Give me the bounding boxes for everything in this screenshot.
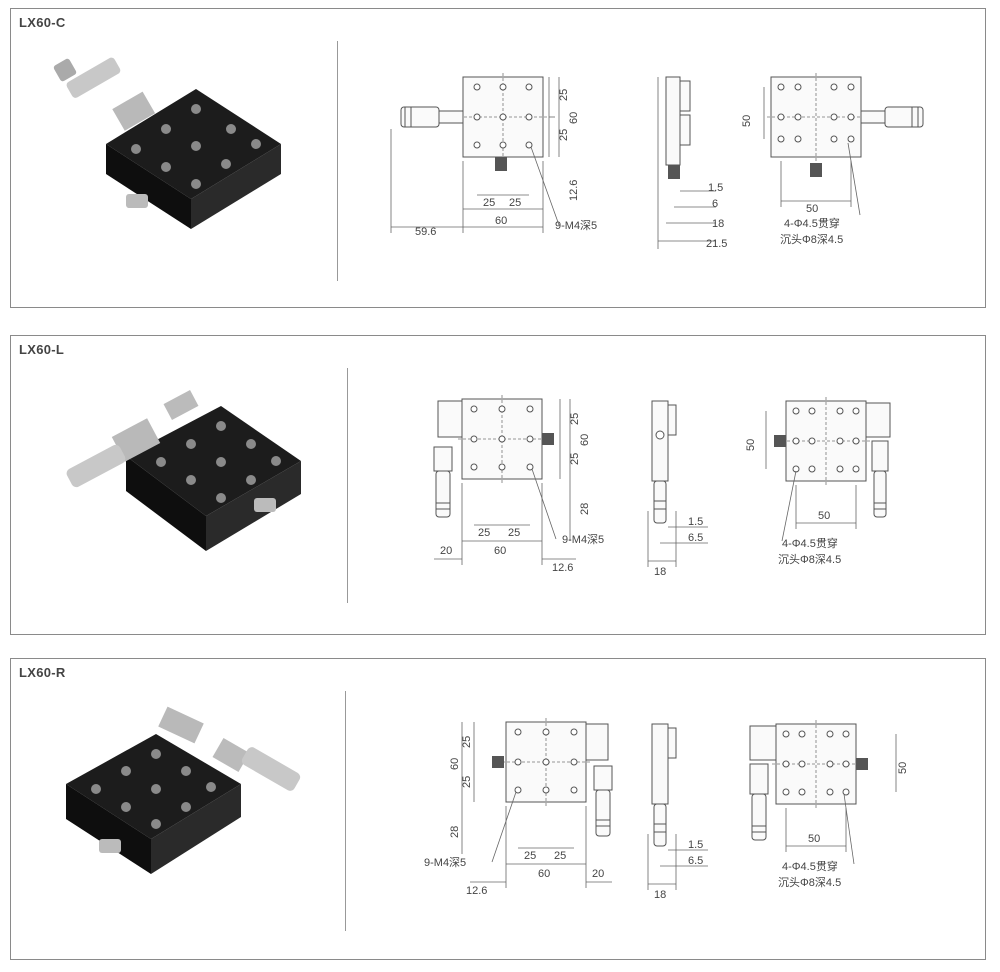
dim-21-5: 21.5 (706, 238, 727, 250)
dim-20: 20 (592, 868, 604, 880)
dim-28: 28 (579, 503, 591, 515)
dim-50: 50 (818, 510, 830, 522)
stage-photo (66, 706, 301, 874)
dim-25: 25 (558, 89, 570, 101)
model-label: LX60-L (19, 342, 65, 357)
dim-18: 18 (654, 566, 666, 578)
holes-callout: 4-Φ4.5贯穿 (782, 859, 838, 873)
dim-18: 18 (654, 889, 666, 901)
dim-12-6: 12.6 (552, 562, 573, 574)
side-view-drawing: 1.5 6.5 18 (647, 723, 708, 901)
panel-divider (347, 368, 348, 603)
dim-25: 25 (524, 850, 536, 862)
dim-1-5: 1.5 (688, 839, 703, 851)
panel-lx60-r: LX60-R (10, 658, 986, 960)
counterbore-callout: 沉头Φ8深4.5 (780, 233, 843, 246)
bottom-view-drawing: 50 50 4-Φ4.5贯穿 沉头Φ8深4.5 (741, 73, 924, 246)
dim-25: 25 (569, 453, 581, 465)
dim-60: 60 (494, 545, 506, 557)
stage-photo (66, 390, 301, 551)
dim-12-6: 12.6 (466, 885, 487, 897)
panel-divider (337, 41, 338, 281)
dim-59-6: 59.6 (415, 226, 436, 238)
dim-50: 50 (745, 439, 757, 451)
dim-1-5: 1.5 (708, 182, 723, 194)
dim-6-5: 6.5 (688, 855, 703, 867)
dim-6-5: 6.5 (688, 532, 703, 544)
dim-25: 25 (461, 776, 473, 788)
holes-callout: 4-Φ4.5贯穿 (782, 536, 838, 550)
counterbore-callout: 沉头Φ8深4.5 (778, 553, 841, 566)
dim-25: 25 (508, 527, 520, 539)
top-view-drawing: 25 25 60 12.6 25 25 60 59.6 9-M4深5 (390, 73, 597, 238)
bottom-view-drawing: 50 50 4-Φ4.5贯穿 沉头Φ8深4.5 (749, 720, 909, 889)
dim-6: 6 (712, 198, 718, 210)
panel-divider (345, 691, 346, 931)
panel-lx60-l: LX60-L (10, 335, 986, 635)
side-view-drawing: 1.5 6.5 18 (647, 400, 708, 578)
dim-25: 25 (554, 850, 566, 862)
dim-50: 50 (741, 115, 753, 127)
holes-callout: 4-Φ4.5贯穿 (784, 216, 840, 230)
dim-60: 60 (449, 758, 461, 770)
dim-60: 60 (538, 868, 550, 880)
dim-25: 25 (478, 527, 490, 539)
top-view-drawing: 25 25 60 28 25 25 60 20 12.6 9-M4深5 (433, 395, 604, 574)
side-view-drawing: 1.5 6 18 21.5 (657, 76, 727, 250)
dim-28: 28 (449, 826, 461, 838)
dim-60: 60 (568, 112, 580, 124)
bottom-view-drawing: 50 50 4-Φ4.5贯穿 沉头Φ8深4.5 (745, 397, 891, 566)
dim-25: 25 (509, 197, 521, 209)
model-label: LX60-C (19, 15, 66, 30)
dim-18: 18 (712, 218, 724, 230)
dim-60: 60 (495, 215, 507, 227)
dim-25: 25 (569, 413, 581, 425)
top-view-drawing: 25 25 60 28 25 25 60 20 12.6 9-M4深5 (424, 718, 613, 897)
thread-callout: 9-M4深5 (555, 219, 597, 232)
dim-25: 25 (558, 129, 570, 141)
dim-50: 50 (806, 203, 818, 215)
dim-25: 25 (461, 736, 473, 748)
thread-callout: 9-M4深5 (424, 856, 466, 869)
model-label: LX60-R (19, 665, 66, 680)
dim-60: 60 (579, 434, 591, 446)
dim-1-5: 1.5 (688, 516, 703, 528)
panel-lx60-c: LX60-C (10, 8, 986, 308)
dim-50: 50 (808, 833, 820, 845)
counterbore-callout: 沉头Φ8深4.5 (778, 876, 841, 889)
thread-callout: 9-M4深5 (562, 533, 604, 546)
dim-50: 50 (897, 762, 909, 774)
stage-photo (53, 57, 281, 229)
dim-20: 20 (440, 545, 452, 557)
dim-25: 25 (483, 197, 495, 209)
dim-12-6: 12.6 (568, 180, 580, 201)
